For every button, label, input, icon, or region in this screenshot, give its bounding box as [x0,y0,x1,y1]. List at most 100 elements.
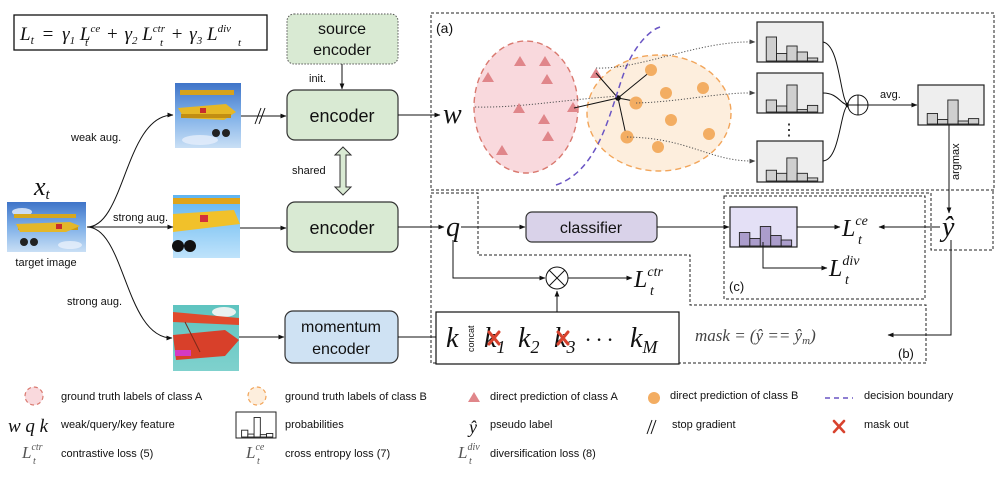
ctr-loss-symbol: Lctr [633,265,663,293]
legend-item-triangle: direct prediction of class A [468,391,618,403]
strong-aug-image-1 [172,195,240,258]
circle [645,64,657,76]
panel-c-frame [723,195,926,300]
histogram-bar [806,104,819,113]
augmentation-branches [86,112,174,341]
circle [660,87,672,99]
panel-a-frame [430,12,995,191]
averaged-histogram [917,84,985,126]
l-ctr-symbol: Lctr [21,442,43,462]
svg-text:t: t [33,456,36,467]
shared-label: shared [292,165,326,177]
sum-operator [847,94,869,116]
svg-text:encoder: encoder [309,106,374,126]
cross-icon [832,419,846,434]
merge-curves [822,41,851,162]
histogram-icon [235,411,277,439]
momentum-encoder-block: momentum encoder [284,310,399,364]
class-a-region [473,40,579,174]
svg-text:t: t [85,37,89,49]
triangle [482,72,494,82]
triangle [539,56,551,66]
class-b-region-icon [247,386,267,406]
strong-aug-image-2 [173,305,239,371]
neighbor-links [595,39,756,164]
shared-weights-arrow [333,146,353,196]
mask-out-icon [556,330,570,346]
l-ce-symbol: Lce [245,442,265,462]
encoder-strong: encoder [286,201,399,253]
yhat-symbol: ŷ [467,417,477,437]
neighbor-histogram-3 [756,140,824,183]
triangle [541,74,553,84]
triangle [567,102,579,112]
target-image-caption: target image [15,257,76,269]
svg-text:contrastive loss (5): contrastive loss (5) [61,448,153,460]
svg-text:t: t [160,37,164,49]
source-encoder-block: source encoder [286,13,399,65]
svg-text:t: t [257,456,260,467]
histogram-bar [241,429,249,438]
product-operator [545,266,569,290]
legend-item-circle: direct prediction of class B [648,390,798,404]
histogram-bar [957,120,969,125]
wqk-symbol: w q k [8,416,49,437]
histogram-bar [259,434,268,438]
avg-label: avg. [880,89,901,101]
stop-gradient-icon [646,419,657,435]
histogram-bar [759,226,772,247]
histogram-bar [937,119,949,125]
histogram-bar [806,57,819,62]
circle [665,114,677,126]
encoder-weak: encoder [286,89,399,141]
svg-text:probabilities: probabilities [285,419,344,431]
panel-c-label: (c) [729,279,744,294]
histogram-bar [749,238,761,247]
histogram-bar [806,177,819,182]
knn-links [573,70,652,136]
circle [652,141,664,153]
class-a-region-icon [24,386,44,406]
histogram-bar [786,84,798,113]
svg-text:encoder: encoder [309,218,374,238]
query-feature-symbol: q [446,212,460,243]
histogram-bar [776,105,788,113]
svg-text:direct prediction of class A: direct prediction of class A [490,391,618,403]
input-symbol: xt [33,172,51,203]
ce-loss-symbol: Lce [841,214,868,242]
histogram-bar [738,232,751,247]
histogram-bar [770,235,782,247]
legend-item-stop-gradient: stop gradient [646,419,736,435]
circle [703,128,715,140]
neighbor-histogram-1 [756,21,824,63]
class-a-triangles [482,56,602,155]
histogram-bar [765,169,777,182]
histogram-bar [780,239,793,247]
legend-item-class-b: ground truth labels of class B [247,386,427,406]
histogram-bar [765,36,777,62]
svg-text:decision boundary: decision boundary [864,390,954,402]
div-loss-symbol: Ldiv [828,254,860,282]
weak-aug-label: weak aug. [70,132,121,144]
histogram-bar [796,172,808,182]
svg-text:t: t [845,273,850,288]
init-label: init. [309,73,326,85]
svg-text:k1: k1 [484,323,505,357]
key-feature-symbol: k [446,323,459,354]
svg-text:encoder: encoder [313,42,371,59]
l-div-symbol: Ldiv [457,442,480,462]
decision-boundary [555,26,661,186]
weak-feature-symbol: w [443,99,462,130]
svg-text:Lt = γ1 Lce: Lt = γ1 Lce + γ2 Lctr + γ3 Ldiv [19,16,231,49]
stop-gradient-icon [254,107,266,125]
circle [697,82,709,94]
svg-text:pseudo label: pseudo label [490,419,552,431]
svg-text:encoder: encoder [312,341,370,358]
legend-item-mask-out: mask out [832,419,909,434]
svg-text:classifier: classifier [560,220,623,237]
histogram-bar [253,417,261,438]
histogram-bar [786,157,798,182]
svg-text:source: source [318,21,366,38]
svg-text:t: t [650,284,655,299]
strong-aug-label-1: strong aug. [113,212,168,224]
